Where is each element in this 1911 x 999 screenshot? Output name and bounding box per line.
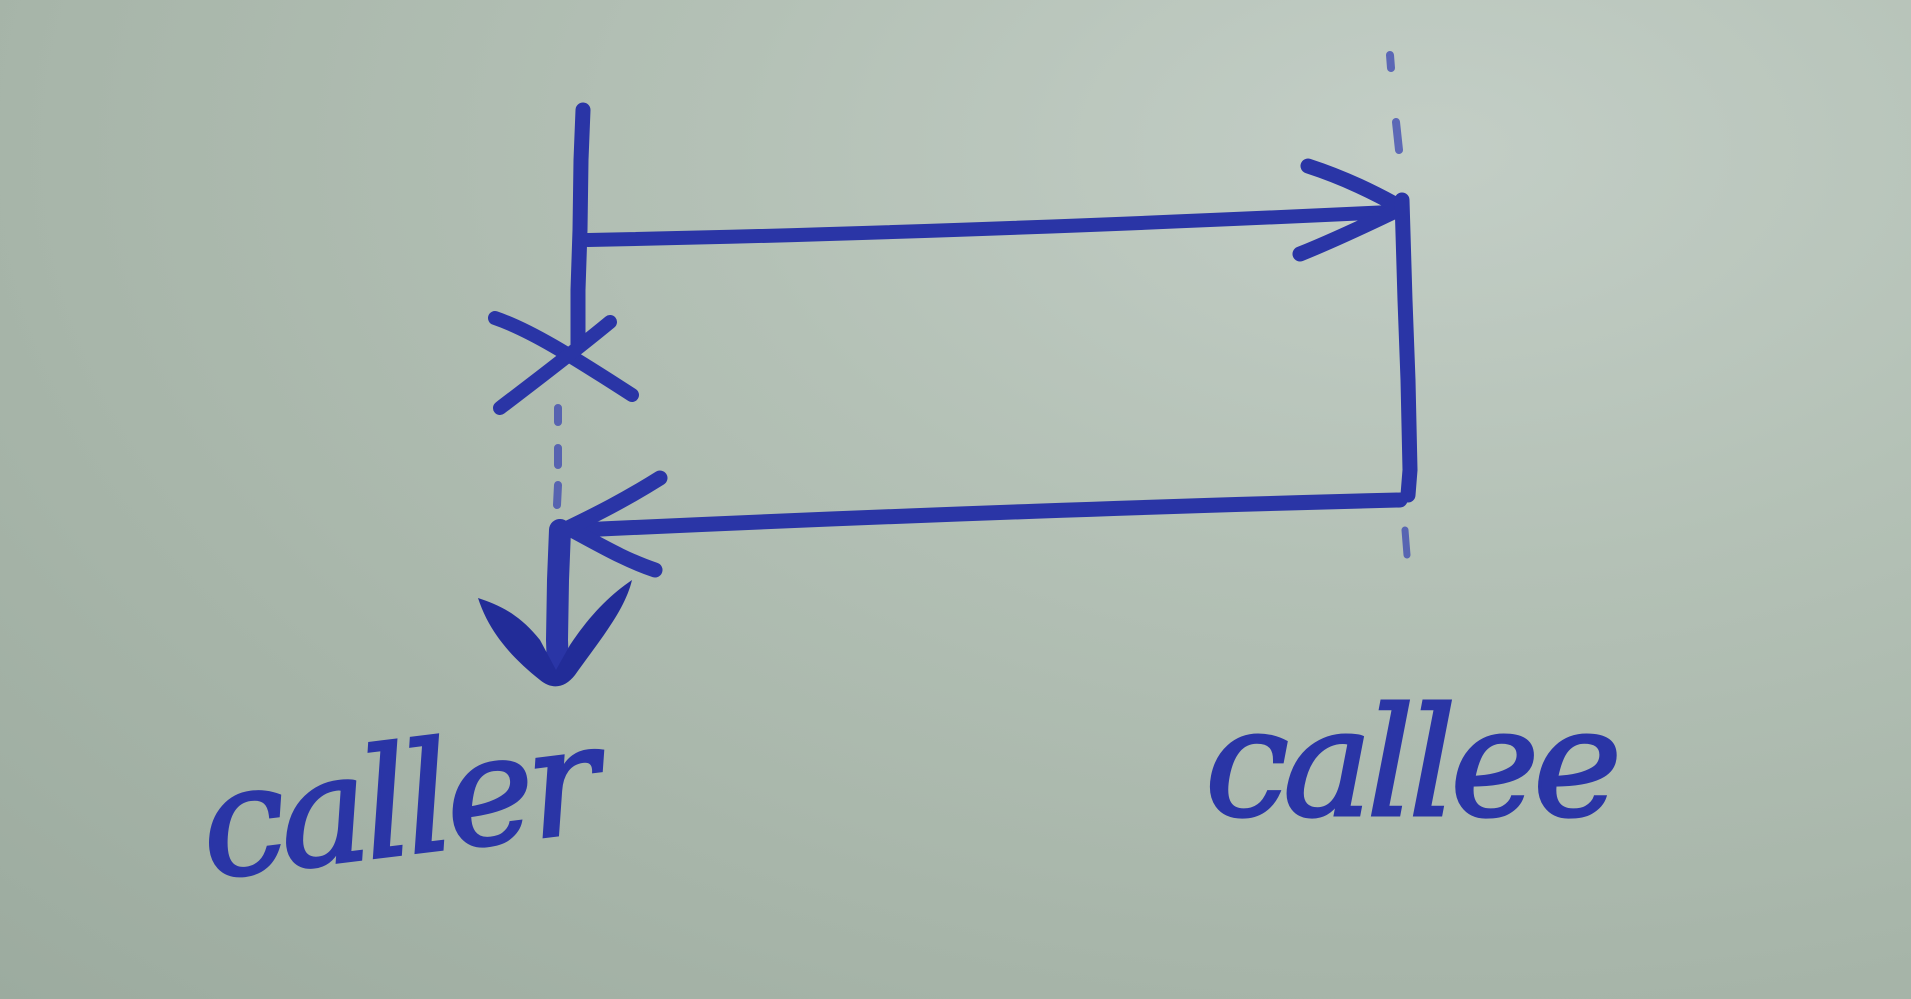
callee-lifeline (1394, 192, 1418, 503)
return-arrow (560, 470, 1408, 578)
call-arrow (581, 158, 1410, 262)
suspend-x-mark (488, 311, 639, 415)
caller-lifeline (570, 102, 591, 353)
caller-lifeline-dashed (553, 404, 562, 509)
callee-lifeline-dashed-top (1386, 51, 1403, 154)
callee-label: callee (1205, 677, 1616, 851)
caller-label: caller (191, 691, 617, 913)
resume-arrow (478, 519, 632, 687)
callee-lifeline-dashed-bottom (1401, 526, 1411, 559)
